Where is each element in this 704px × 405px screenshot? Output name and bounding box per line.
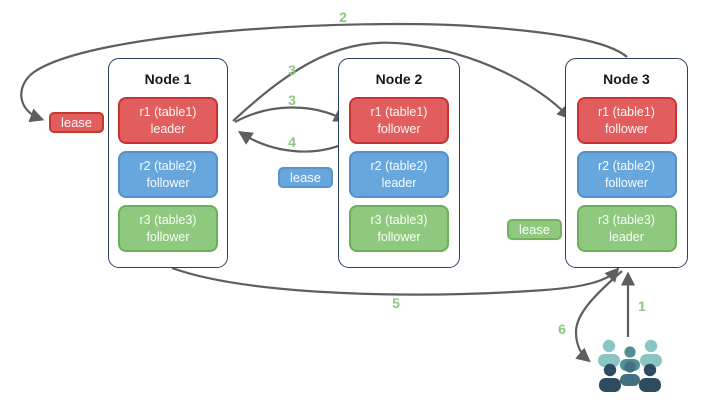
- replica-role: leader: [609, 229, 644, 244]
- replica-name: r1 (table1): [598, 104, 655, 119]
- node-title: Node 1: [144, 71, 192, 87]
- replica-r3-table3-follower: r3 (table3) follower: [118, 205, 218, 252]
- replica-r2-table2-follower: r2 (table2) follower: [576, 151, 677, 198]
- replica-r1-table1-follower: r1 (table1) follower: [576, 97, 677, 144]
- replica-r1-table1-follower: r1 (table1) follower: [349, 97, 449, 144]
- replica-name: r3 (table3): [598, 212, 655, 227]
- replica-role: follower: [604, 175, 649, 190]
- replica-r2-table2-follower: r2 (table2) follower: [118, 151, 218, 198]
- step-label-6: 6: [558, 321, 566, 337]
- replica-name: r2 (table2): [370, 158, 428, 173]
- replica-r3-table3-leader: r3 (table3) leader: [576, 205, 677, 252]
- step-label-4: 4: [288, 134, 296, 150]
- step-label-3a: 3: [288, 62, 296, 78]
- replica-role: leader: [381, 175, 417, 190]
- replica-role: follower: [146, 229, 190, 244]
- replica-name: r1 (table1): [370, 104, 428, 119]
- replica-name: r3 (table3): [370, 212, 428, 227]
- node-title: Node 2: [375, 71, 423, 87]
- replica-name: r3 (table3): [139, 212, 197, 227]
- replica-name: r2 (table2): [598, 158, 655, 173]
- users-clients-icon: [598, 339, 662, 392]
- lease-badge-table1: lease: [49, 112, 104, 133]
- step-label-2: 2: [339, 9, 347, 25]
- lease-badge-table3: lease: [507, 219, 562, 240]
- replica-role: follower: [377, 121, 421, 136]
- lease-label: lease: [289, 170, 322, 185]
- replica-r3-table3-follower: r3 (table3) follower: [349, 205, 449, 252]
- replica-name: r2 (table2): [139, 158, 197, 173]
- lease-label: lease: [518, 222, 551, 237]
- step-label-3b: 3: [288, 92, 296, 108]
- replica-name: r1 (table1): [139, 104, 197, 119]
- replica-role: follower: [377, 229, 421, 244]
- node-title: Node 3: [603, 71, 650, 87]
- arrow-step-5-node1-to-node3: [171, 266, 620, 296]
- lease-label: lease: [60, 115, 93, 130]
- node-1: Node 1 r1 (table1) leader r2 (table2) fo…: [108, 58, 228, 268]
- replica-role: leader: [150, 121, 186, 136]
- step-label-5: 5: [392, 295, 400, 311]
- node-3: Node 3 r1 (table1) follower r2 (table2) …: [565, 58, 688, 268]
- replica-role: follower: [146, 175, 190, 190]
- arrow-step-3-node1-to-node2: [234, 106, 349, 123]
- replica-r1-table1-leader: r1 (table1) leader: [118, 97, 218, 144]
- step-label-1: 1: [638, 298, 646, 314]
- node-2: Node 2 r1 (table1) follower r2 (table2) …: [338, 58, 460, 268]
- replica-r2-table2-leader: r2 (table2) leader: [349, 151, 449, 198]
- replica-role: follower: [604, 121, 649, 136]
- lease-badge-table2: lease: [278, 167, 333, 188]
